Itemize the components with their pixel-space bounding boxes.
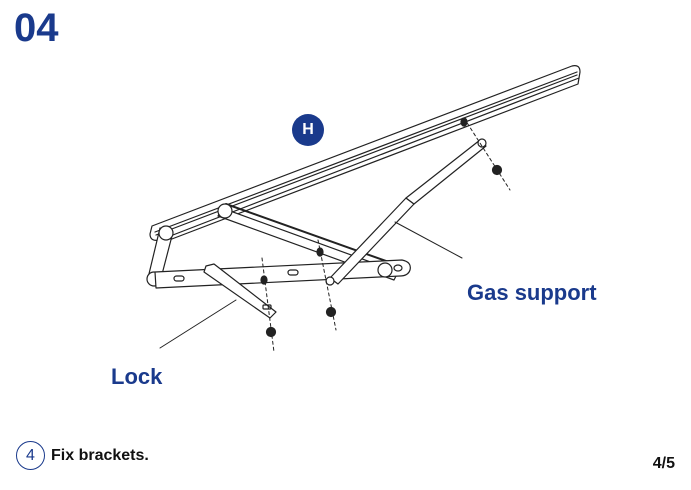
instruction-text: Fix brackets. [51,446,149,464]
lock-bar [203,263,277,319]
part-badge-h: H [292,114,324,146]
instruction-index: 4 [16,441,45,470]
instruction: 4 Fix brackets. [16,441,149,470]
lock-label: Lock [111,364,163,389]
gas-spring [325,138,487,286]
step-number: 04 [14,6,59,50]
gas-support-label: Gas support [467,280,597,305]
fasteners [260,117,503,338]
page-indicator: 4/5 [652,455,675,472]
bottom-rail [154,259,411,289]
top-rail [149,65,581,243]
